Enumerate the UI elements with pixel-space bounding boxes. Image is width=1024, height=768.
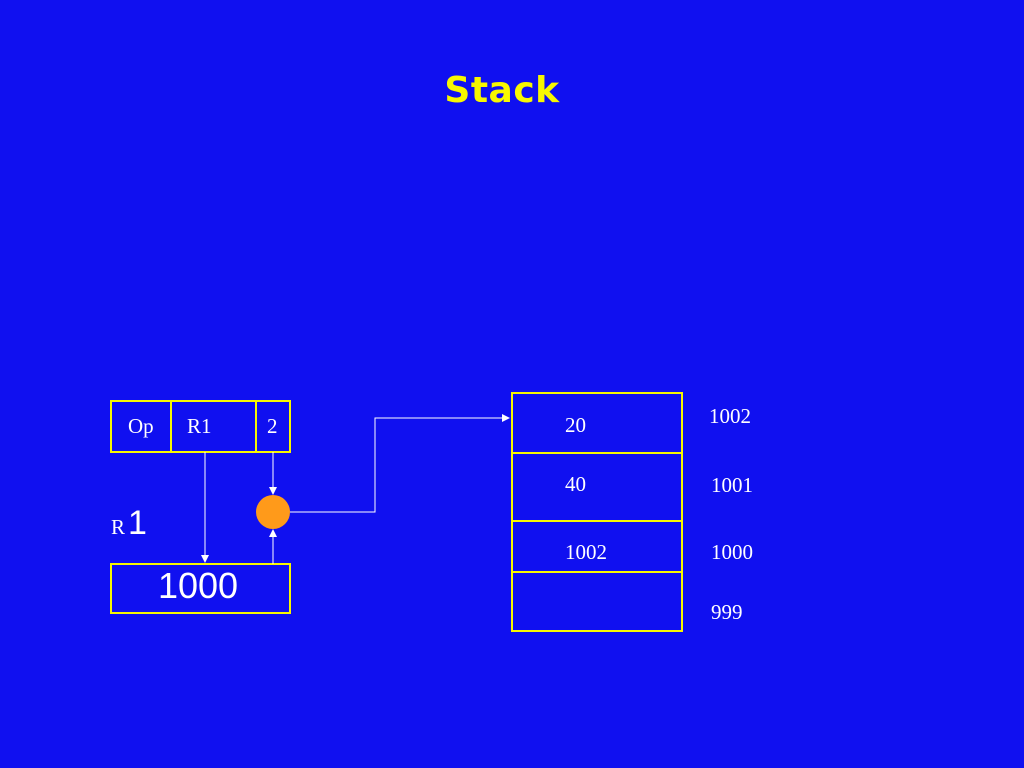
instruction-box: Op R1 2 [110,400,291,453]
memory-address: 1001 [711,473,753,497]
register-label-prefix: R [111,515,125,539]
register-label-number: 1 [128,504,147,542]
memory-address: 1000 [711,540,753,564]
memory-cell-value: 20 [565,413,586,437]
memory-stack: 20 40 1002 [511,392,683,632]
memory-addresses: 1002 1001 1000 999 [709,404,753,624]
instruction-field-register: R1 [187,414,212,438]
memory-cell-value: 1002 [565,540,607,564]
memory-cell-value: 40 [565,472,586,496]
instruction-field-opcode: Op [128,414,154,438]
memory-stack-outline [511,392,683,632]
register-box: 1000 [110,563,291,614]
register-value: 1000 [158,565,238,606]
register-label: R 1 [111,504,147,542]
memory-address: 1002 [709,404,751,428]
effective-address-arrow [290,414,510,513]
adder-node [256,495,290,529]
instruction-field-displacement: 2 [267,414,278,438]
instruction-box-outline [110,400,291,453]
slide-title: Stack [444,70,560,111]
memory-address: 999 [711,600,743,624]
register-box-outline [110,563,291,614]
